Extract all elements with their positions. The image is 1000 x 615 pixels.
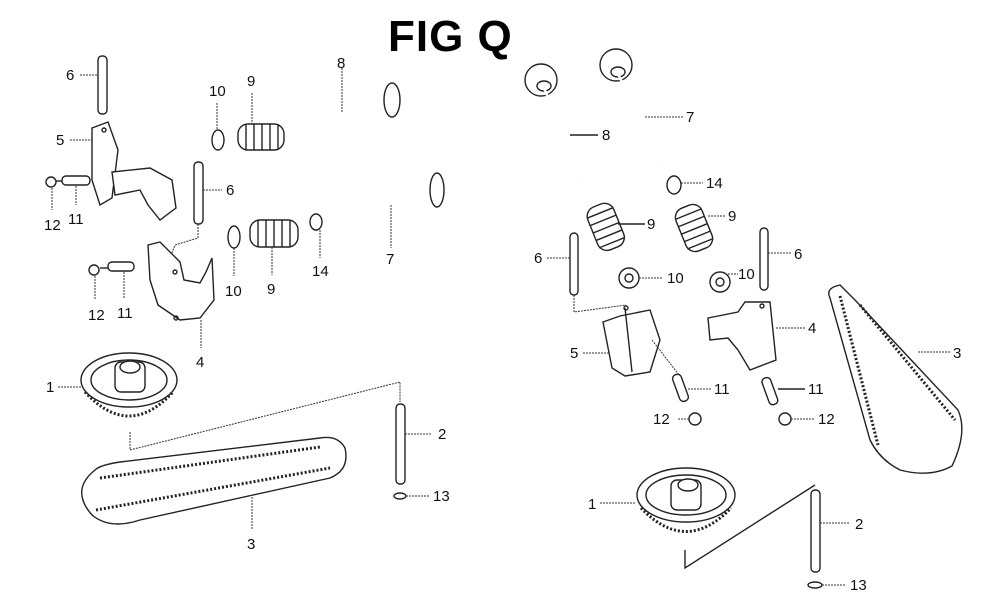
callout-9: 9 (728, 208, 736, 225)
figure-title: FIG Q (388, 12, 513, 61)
callout-10: 10 (209, 83, 226, 100)
callout-13: 13 (850, 577, 867, 594)
nut-12-right-b: 12 (778, 411, 835, 428)
valve-spring-9-left-lower: 9 (249, 219, 299, 298)
callout-5: 5 (570, 345, 578, 362)
callout-12: 12 (818, 411, 835, 428)
valve-spring-9-right-a: 9 (586, 202, 655, 252)
callout-13: 13 (433, 488, 450, 505)
callout-12: 12 (44, 217, 61, 234)
nut-12-right-a: 12 (653, 411, 702, 428)
callout-14: 14 (706, 175, 723, 192)
callout-11: 11 (68, 211, 84, 228)
retainer-10-left-upper: 10 (209, 83, 226, 151)
retainer-10-left-lower: 10 (225, 225, 242, 300)
stem-seal-14-left: 14 (309, 213, 329, 280)
callout-4: 4 (808, 320, 816, 337)
stem-seal-14-right: 14 (666, 175, 723, 195)
valve-8-left: 8 (294, 55, 401, 127)
timing-belt-3-left: 3 (81, 436, 347, 553)
left-assembly: 6 5 12 11 10 (44, 55, 450, 553)
pin-6-left-top: 6 (66, 55, 108, 115)
rocker-arm-5-left: 5 (56, 121, 177, 221)
callout-8: 8 (602, 127, 610, 144)
callout-6: 6 (66, 67, 74, 84)
dowel-pin-2-left: 2 (395, 403, 446, 485)
callout-9: 9 (247, 73, 255, 90)
adjuster-screw-11-right-b: 11 (761, 376, 824, 406)
callout-14: 14 (312, 263, 329, 280)
callout-11: 11 (808, 381, 824, 398)
callout-6: 6 (226, 182, 234, 199)
callout-6: 6 (794, 246, 802, 263)
callout-5: 5 (56, 132, 64, 149)
adjuster-screw-11-left-lower: 11 (100, 261, 135, 322)
pin-6-right-b: 6 (759, 227, 802, 291)
valve-7-right: 7 (599, 48, 694, 161)
cam-pulley-1-right: 1 (588, 467, 816, 570)
nut-12-left-upper: 12 (44, 176, 61, 234)
washer-13-left: 13 (393, 488, 450, 505)
dowel-pin-2-right: 2 (810, 489, 863, 573)
valve-spring-9-left-upper: 9 (237, 73, 285, 151)
adjuster-screw-11-right-a: 11 (651, 339, 730, 403)
callout-12: 12 (653, 411, 670, 428)
callout-7: 7 (386, 251, 394, 268)
retainer-10-right-b: 10 (709, 266, 755, 293)
washer-13-right: 13 (807, 577, 867, 594)
callout-3: 3 (247, 536, 255, 553)
callout-11: 11 (117, 305, 133, 322)
rocker-arm-4-right: 4 (707, 301, 816, 371)
callout-2: 2 (438, 426, 446, 443)
callout-12: 12 (88, 307, 105, 324)
callout-10: 10 (667, 270, 684, 287)
valve-8-right: 8 (524, 63, 610, 179)
callout-4: 4 (196, 354, 204, 371)
nut-12-left-lower: 12 (88, 264, 105, 324)
timing-belt-3-right: 3 (828, 284, 963, 474)
callout-11: 11 (714, 381, 730, 398)
valve-spring-9-right-b: 9 (674, 203, 736, 253)
callout-10: 10 (738, 266, 755, 283)
callout-9: 9 (647, 216, 655, 233)
callout-8: 8 (337, 55, 345, 72)
cam-pulley-1-left: 1 (46, 352, 401, 451)
callout-2: 2 (855, 516, 863, 533)
valve-7-left: 7 (334, 172, 445, 268)
pin-6-left-lower: 6 (171, 161, 234, 254)
callout-9: 9 (267, 281, 275, 298)
callout-7: 7 (686, 109, 694, 126)
pin-6-right-a: 6 (534, 232, 627, 313)
right-assembly: 8 7 14 9 (524, 48, 963, 594)
callout-1: 1 (46, 379, 54, 396)
callout-6: 6 (534, 250, 542, 267)
callout-1: 1 (588, 496, 596, 513)
callout-3: 3 (953, 345, 961, 362)
retainer-10-right-a: 10 (618, 267, 684, 289)
rocker-arm-5-right: 5 (570, 305, 661, 377)
adjuster-screw-11-left-upper: 11 (56, 175, 91, 228)
callout-10: 10 (225, 283, 242, 300)
rocker-arm-4-left: 4 (147, 241, 215, 371)
